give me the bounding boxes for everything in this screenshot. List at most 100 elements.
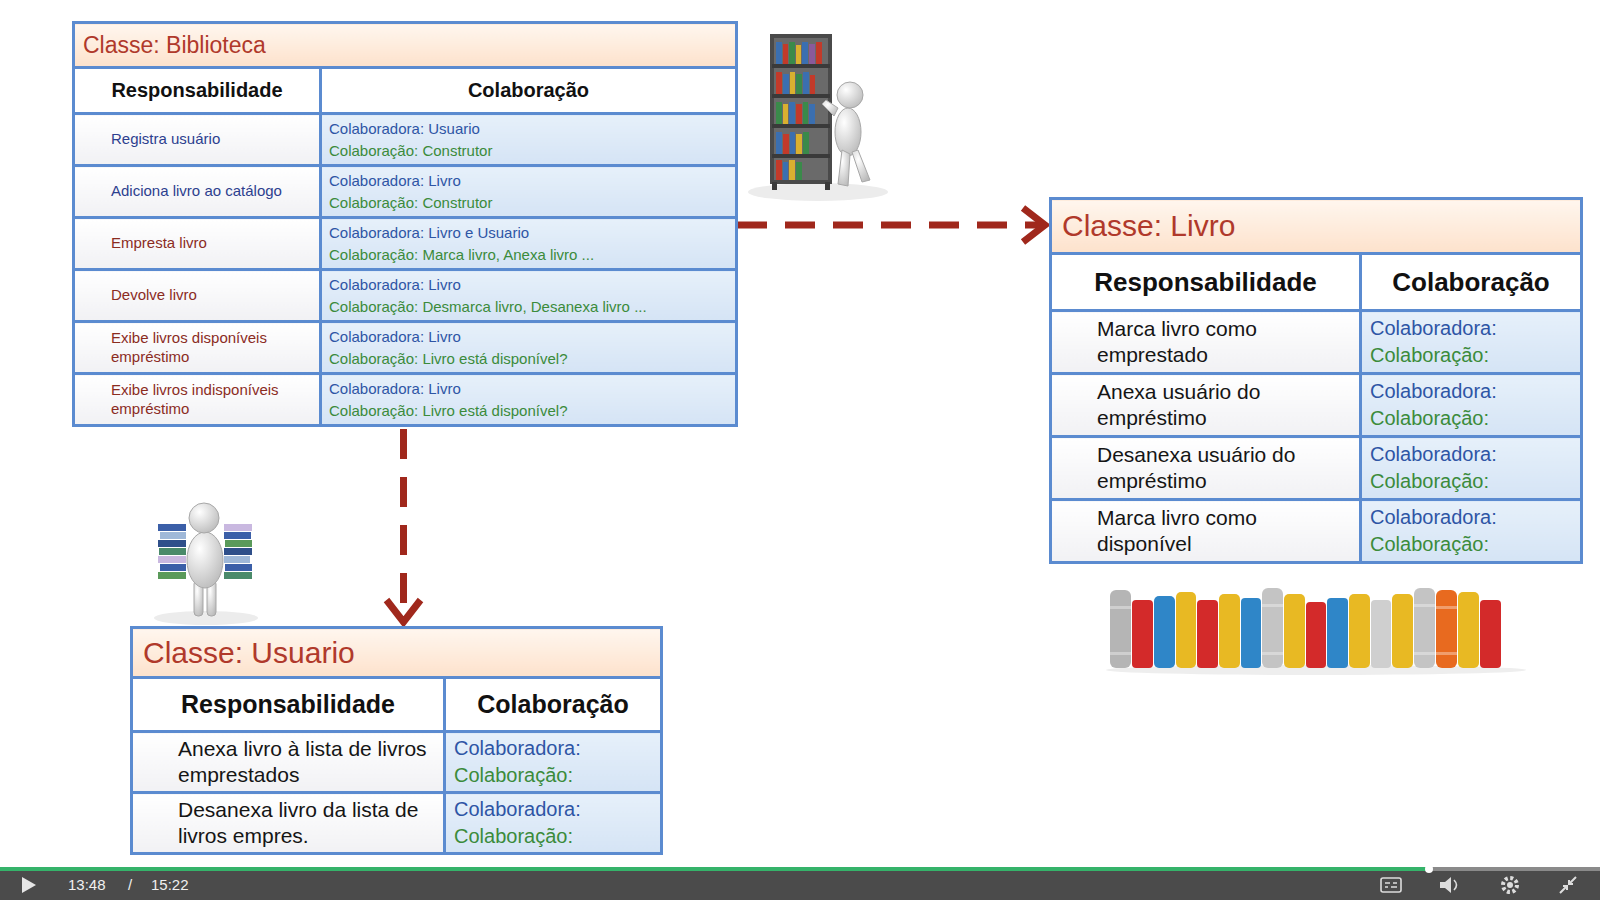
crc-row: Anexa usuário do empréstimoColaboradora:…: [1051, 374, 1582, 437]
collaboration: Colaboração: Livro está disponível?: [329, 348, 728, 370]
collaboration-cell: Colaboradora:Colaboração:: [1361, 500, 1582, 563]
person-with-books: [154, 503, 258, 625]
responsibility: Adiciona livro ao catálogo: [111, 182, 313, 201]
title-row: Classe: Biblioteca: [74, 23, 737, 68]
collaboration: Colaboração:: [1370, 342, 1572, 369]
title-row: Classe: Livro: [1051, 199, 1582, 254]
dependency-arrow: [387, 429, 421, 622]
crc-table: Classe: BibliotecaResponsabilidadeColabo…: [72, 21, 738, 427]
collaboration-cell: Colaboradora: LivroColaboração: Construt…: [321, 166, 737, 218]
responsibility: Registra usuário: [111, 130, 313, 149]
player-time: 13:48: [68, 876, 106, 893]
collaboration-cell: Colaboradora: LivroColaboração: Desmarca…: [321, 270, 737, 322]
responsibility: Exibe livros indisponíveis empréstimo: [111, 381, 313, 419]
collaboration: Colaboração: Marca livro, Anexa livro ..…: [329, 244, 728, 266]
crc-row: Registra usuário Colaboradora: UsuarioCol…: [74, 114, 737, 166]
responsibility-cell: Anexa livro à lista de livros emprestado…: [132, 732, 445, 793]
crc-row: Empresta livro Colaboradora: Livro e Usua…: [74, 218, 737, 270]
crc-card: Classe: UsuarioResponsabilidadeColaboraç…: [130, 626, 660, 855]
collaboration-cell: Colaboradora:Colaboração:: [1361, 311, 1582, 374]
dashed-line: [737, 222, 1042, 229]
crc-row: Marca livro como emprestadoColaboradora:…: [1051, 311, 1582, 374]
player-bar: [0, 865, 1600, 900]
responsibility-cell: Desanexa livro da lista de livros empres…: [132, 793, 445, 854]
collaborator: Colaboradora:: [1370, 315, 1572, 342]
responsibility-cell: Marca livro como emprestado: [1051, 311, 1361, 374]
column-header: Responsabilidade: [81, 79, 313, 102]
collaboration: Colaboração:: [454, 762, 652, 789]
header-cell: Colaboração: [1361, 254, 1582, 311]
collaborator: Colaboradora: Livro: [329, 170, 728, 192]
crc-body: Classe: LivroResponsabilidadeColaboração…: [1051, 199, 1582, 563]
collaboration: Colaboração:: [1370, 531, 1572, 558]
crc-card: Classe: LivroResponsabilidadeColaboração…: [1049, 197, 1580, 564]
collaboration-cell: Colaboradora:Colaboração:: [1361, 374, 1582, 437]
responsibility: Empresta livro: [111, 234, 313, 253]
collaborator: Colaboradora:: [454, 796, 652, 823]
header-cell: Responsabilidade: [132, 678, 445, 732]
arrow-head: [387, 600, 421, 622]
collaborator: Colaboradora:: [1370, 441, 1572, 468]
collaboration: Colaboração:: [1370, 405, 1572, 432]
collaboration-cell: Colaboradora: LivroColaboração: Livro es…: [321, 374, 737, 426]
book-row: [1106, 588, 1526, 675]
crc-body: Classe: BibliotecaResponsabilidadeColabo…: [74, 23, 737, 426]
crc-body: Classe: UsuarioResponsabilidadeColaboraç…: [132, 628, 662, 854]
column-header: Responsabilidade: [1058, 267, 1353, 298]
column-header: Colaboração: [328, 79, 729, 102]
class-title: Classe: Biblioteca: [83, 32, 727, 59]
responsibility-cell: Anexa usuário do empréstimo: [1051, 374, 1361, 437]
collaboration-cell: Colaboradora: UsuarioColaboração: Constr…: [321, 114, 737, 166]
player-time: /: [128, 876, 132, 893]
responsibility: Marca livro como emprestado: [1097, 316, 1353, 369]
header-cell: Colaboração: [321, 68, 737, 114]
collaboration: Colaboração: Desmarca livro, Desanexa li…: [329, 296, 728, 318]
header-row: Responsabilidade Colaboração: [74, 68, 737, 114]
responsibility: Anexa livro à lista de livros emprestado…: [178, 736, 437, 789]
header-row: Responsabilidade Colaboração: [1051, 254, 1582, 311]
collaboration: Colaboração:: [454, 823, 652, 850]
bookshelf-figure: [748, 34, 888, 201]
collaboration-cell: Colaboradora:Colaboração:: [445, 793, 662, 854]
responsibility: Desanexa usuário do empréstimo: [1097, 442, 1353, 495]
collaboration-cell: Colaboradora: Livro e UsuarioColaboração…: [321, 218, 737, 270]
crc-row: Exibe livros indisponíveis empréstimoCol…: [74, 374, 737, 426]
collaborator: Colaboradora: Livro: [329, 378, 728, 400]
collaboration: Colaboração: Livro está disponível?: [329, 400, 728, 422]
collaboration: Colaboração: Construtor: [329, 140, 728, 162]
collaborator: Colaboradora: Livro: [329, 326, 728, 348]
crc-row: Desanexa livro da lista de livros empres…: [132, 793, 662, 854]
responsibility-cell: Empresta livro: [74, 218, 321, 270]
responsibility-cell: Exibe livros disponíveis empréstimo: [74, 322, 321, 374]
crc-row: Adiciona livro ao catálogo Colaboradora: …: [74, 166, 737, 218]
arrow-head: [1023, 208, 1045, 242]
collaborator: Colaboradora: Usuario: [329, 118, 728, 140]
collaborator: Colaboradora:: [1370, 504, 1572, 531]
crc-row: Anexa livro à lista de livros emprestado…: [132, 732, 662, 793]
header-row: Responsabilidade Colaboração: [132, 678, 662, 732]
column-header: Responsabilidade: [139, 690, 437, 719]
responsibility-cell: Exibe livros indisponíveis empréstimo: [74, 374, 321, 426]
responsibility: Anexa usuário do empréstimo: [1097, 379, 1353, 432]
crc-card: Classe: BibliotecaResponsabilidadeColabo…: [72, 21, 735, 427]
collaboration: Colaboração: Construtor: [329, 192, 728, 214]
crc-row: Desanexa usuário do empréstimoColaborado…: [1051, 437, 1582, 500]
responsibility: Marca livro como disponível: [1097, 505, 1353, 558]
responsibility: Devolve livro: [111, 286, 313, 305]
dependency-arrow: [737, 208, 1045, 242]
collaborator: Colaboradora:: [1370, 378, 1572, 405]
crc-table: Classe: UsuarioResponsabilidadeColaboraç…: [130, 626, 663, 855]
column-header: Colaboração: [1368, 267, 1574, 298]
column-header: Colaboração: [452, 690, 654, 719]
responsibility-cell: Desanexa usuário do empréstimo: [1051, 437, 1361, 500]
responsibility-cell: Adiciona livro ao catálogo: [74, 166, 321, 218]
responsibility: Desanexa livro da lista de livros empres…: [178, 797, 437, 850]
responsibility-cell: Marca livro como disponível: [1051, 500, 1361, 563]
crc-table: Classe: LivroResponsabilidadeColaboração…: [1049, 197, 1583, 564]
dashed-line: [400, 429, 407, 619]
collaboration-cell: Colaboradora:Colaboração:: [1361, 437, 1582, 500]
responsibility: Exibe livros disponíveis empréstimo: [111, 329, 313, 367]
collaborator: Colaboradora: Livro e Usuario: [329, 222, 728, 244]
crc-row: Exibe livros disponíveis empréstimoColab…: [74, 322, 737, 374]
